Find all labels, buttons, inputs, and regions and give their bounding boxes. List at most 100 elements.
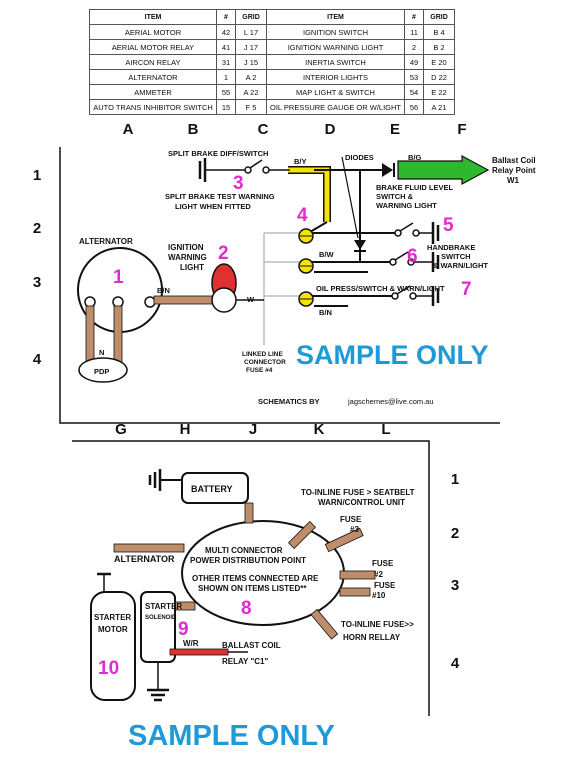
handbrake-label: SWITCH [441,252,471,261]
solenoid-label: SOLENOID [145,615,177,621]
fuse2-label: #2 [374,570,383,579]
switch-contact [394,229,402,237]
linked-label: FUSE #4 [246,367,273,374]
brown-wire [153,295,215,305]
brown-wire [113,543,185,553]
callout-number: 1 [113,267,124,288]
horn-label: HORN RELLAY [343,633,401,642]
green-arrow-wire [397,154,490,186]
diode-pointer [341,156,359,239]
mc-label: POWER DISTRIBUTION POINT [190,556,306,565]
alternator-label: ALTERNATOR [79,237,133,246]
schematics-by-label: SCHEMATICS BY [258,397,320,406]
fuse2-label: FUSE [372,559,394,568]
grid-col-label: H [180,421,191,438]
pdp-oval [78,357,128,383]
alternator-label: ALTERNATOR [114,554,175,564]
diode-symbol [354,240,366,250]
top-frame-line [59,147,500,424]
grid-row-label: 3 [451,577,459,594]
warning-lamps [298,228,314,307]
callout-number: 9 [178,619,189,640]
ballast-label: BALLAST COIL [222,641,281,650]
grid-row-label: 2 [33,220,41,237]
brown-wire [287,520,317,550]
grid-col-label: C [258,121,269,138]
battery-box [181,472,249,504]
switch-contact [244,166,252,174]
switch-contact [391,292,399,300]
starter-label: STARTER [145,602,182,611]
diode-symbol [382,163,393,177]
callout-number: 3 [233,173,244,194]
wire-code-label: B/W [319,250,335,259]
terminal-icon [144,296,156,308]
switch-contact [389,258,397,266]
grid-col-label: A [123,121,134,138]
fuse3-label: #3 [350,525,359,534]
switch-blade [396,285,411,295]
grid-col-label: E [390,121,400,138]
ign-label: WARNING [168,253,207,262]
bottom-frame-line [72,440,430,716]
oil-press-label: OIL PRESS/SWITCH & WARN/LIGHT [316,284,445,293]
fuse3-label: FUSE [340,515,362,524]
callout-number: 5 [443,215,454,236]
handbrake-label: & WARN/LIGHT [433,261,488,270]
grid-row-label: 1 [451,471,459,488]
pdp-label: PDP [94,367,109,376]
fuse10-label: FUSE [374,581,396,590]
grid-row-label: 4 [33,351,42,368]
switch-contact [262,166,270,174]
terminal-icon [112,296,124,308]
ign-label: IGNITION [168,243,204,252]
legend-cell: AUTO TRANS INHIBITOR SWITCH [89,99,217,115]
brake-fluid-label: WARNING LIGHT [376,201,437,210]
grid-col-label: G [115,421,127,438]
seatbelt-label: TO-INLINE FUSE > SEATBELT [301,488,415,497]
lamp-base [211,287,237,313]
switch-contact [412,229,420,237]
starter-motor-body [90,591,136,701]
brake-fluid-label: SWITCH & [376,192,414,201]
ign-label: LIGHT [180,263,204,272]
diodes-label: DIODES [345,153,374,162]
wire-code-label: W [247,295,255,304]
grid-row-label: 3 [33,274,41,291]
grid-row-label: 4 [451,655,460,672]
legend-cell: A 21 [423,99,455,115]
fuse10-label: #10 [372,591,386,600]
handbrake-label: HANDBRAKE [427,243,475,252]
seatbelt-label: WARN/CONTROL UNIT [318,498,405,507]
test-warning-label: LIGHT WHEN FITTED [175,202,251,211]
split-brake-label: SPLIT BRAKE DIFF/SWITCH [168,149,268,158]
mc-label: MULTI CONNECTOR [205,546,283,555]
wire-code-label: B/Y [294,157,307,166]
grid-col-label: K [314,421,325,438]
grid-col-label: J [249,421,257,438]
switch-blade [249,159,263,169]
brown-wire [310,608,339,640]
email-label: jagschemes@live.com.au [347,397,434,406]
callout-number: 7 [461,279,472,300]
sample-watermark: SAMPLE ONLY [296,340,489,370]
switch-blade [399,222,414,232]
brown-wire [324,527,364,553]
brown-wire [339,587,371,597]
ballast-label: W1 [507,176,520,185]
switch-blade [394,251,409,261]
callout-number: 2 [218,243,229,264]
battery-label: BATTERY [191,484,233,494]
starter-motor-label: MOTOR [98,625,128,634]
horn-label: TO-INLINE FUSE>> [341,620,414,629]
callout-number: 8 [241,598,252,619]
wire-code-label: N [99,348,104,357]
legend-cell: F 5 [235,99,267,115]
grid-col-label: L [381,421,390,438]
linked-label: LINKED LINE [242,351,283,358]
terminal-icon [84,296,96,308]
